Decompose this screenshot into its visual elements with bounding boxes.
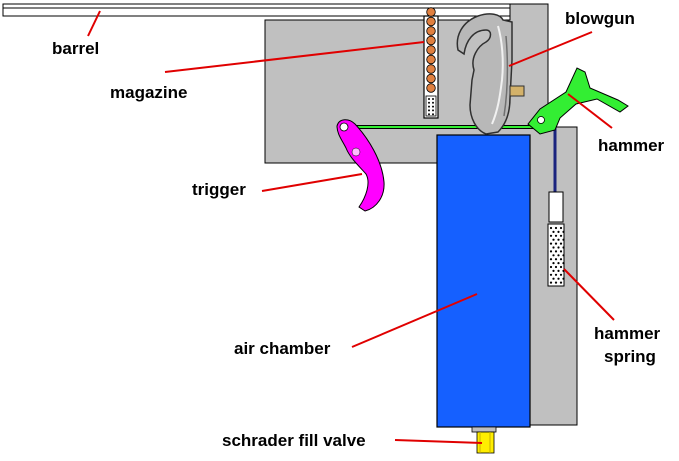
barrel: [2, 3, 511, 17]
schrader-leader: [394, 439, 483, 444]
spring-coils: [549, 226, 565, 284]
magazine-ball: [426, 64, 436, 74]
magazine-ball: [426, 83, 436, 93]
hammer-leader: [567, 93, 613, 129]
label-hammer-spring-line2: spring: [604, 347, 656, 366]
air-chamber: [436, 134, 531, 428]
hammer-spring: [547, 127, 565, 287]
magazine-leader: [164, 41, 425, 73]
magazine-ball: [426, 26, 436, 36]
blowgun: [456, 13, 525, 135]
hammer-spring-leader: [563, 268, 615, 321]
magazine: [423, 7, 439, 119]
label-trigger: trigger: [192, 180, 246, 199]
magazine-ball: [426, 16, 436, 27]
magazine-ball: [426, 54, 436, 65]
blowgun-leader: [508, 31, 593, 67]
magazine-ball: [426, 45, 436, 55]
magazine-ball: [426, 73, 436, 84]
label-barrel: barrel: [52, 39, 99, 58]
air-chamber-leader: [351, 293, 478, 348]
label-hammer-spring-line1: hammer: [594, 324, 661, 343]
barrel-leader: [87, 10, 101, 37]
magazine-spring: [428, 98, 434, 116]
leader-lines: [87, 10, 615, 444]
trigger: [336, 119, 385, 212]
magazine-ball: [426, 7, 436, 17]
magazine-ball: [426, 35, 436, 46]
label-magazine: magazine: [110, 83, 187, 102]
trigger-leader: [261, 173, 363, 192]
label-hammer: hammer: [598, 136, 665, 155]
label-blowgun: blowgun: [565, 9, 635, 28]
schrader-fill-valve: [471, 426, 497, 454]
label-air-chamber: air chamber: [234, 339, 331, 358]
label-schrader-fill-valve: schrader fill valve: [222, 431, 366, 450]
magazine-balls: [426, 7, 436, 93]
